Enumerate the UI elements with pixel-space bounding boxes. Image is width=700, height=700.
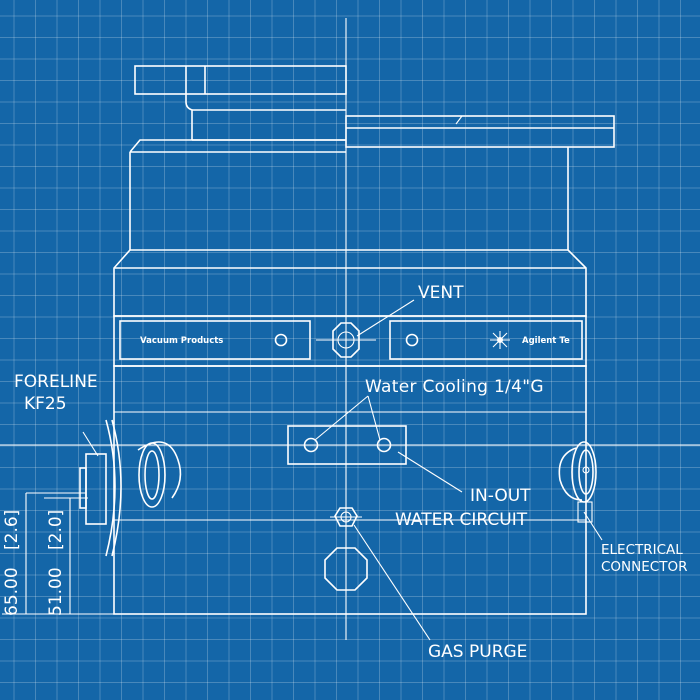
- gas-purge-label: GAS PURGE: [428, 642, 528, 662]
- inlet-flange: [345, 115, 615, 148]
- vent-port: [316, 322, 376, 358]
- foreline-label-line2: KF25: [24, 394, 67, 414]
- electrical-label-line2: CONNECTOR: [601, 559, 688, 575]
- foreline-label-line1: FORELINE: [14, 372, 98, 392]
- electrical-connector: [558, 441, 597, 523]
- vacuum-products-plate: [119, 320, 311, 360]
- lower-port: [324, 547, 368, 591]
- water-circuit-label: WATER CIRCUIT: [395, 510, 528, 530]
- dim-20-label: [2.0]: [46, 509, 66, 550]
- water-cooling-block: [287, 425, 407, 465]
- brand-plate: [389, 320, 583, 360]
- top-flange: [134, 65, 347, 95]
- gas-purge-fitting: [330, 507, 362, 527]
- foreline-port: [79, 419, 182, 557]
- lower-body: [113, 365, 587, 615]
- dimension-lines: [2, 492, 114, 615]
- vent-label: VENT: [418, 283, 464, 303]
- vacuum-products-text: Vacuum Products: [140, 336, 224, 346]
- water-cooling-label: Water Cooling 1/4"G: [365, 377, 544, 397]
- dim-26-label: [2.6]: [2, 509, 22, 550]
- agilent-logo-icon: [490, 331, 510, 349]
- brand-text: Agilent Te: [522, 336, 570, 346]
- electrical-label-line1: ELECTRICAL: [601, 542, 683, 558]
- taper-section: [113, 249, 587, 317]
- in-out-label: IN-OUT: [470, 486, 531, 506]
- upper-body: [129, 147, 569, 251]
